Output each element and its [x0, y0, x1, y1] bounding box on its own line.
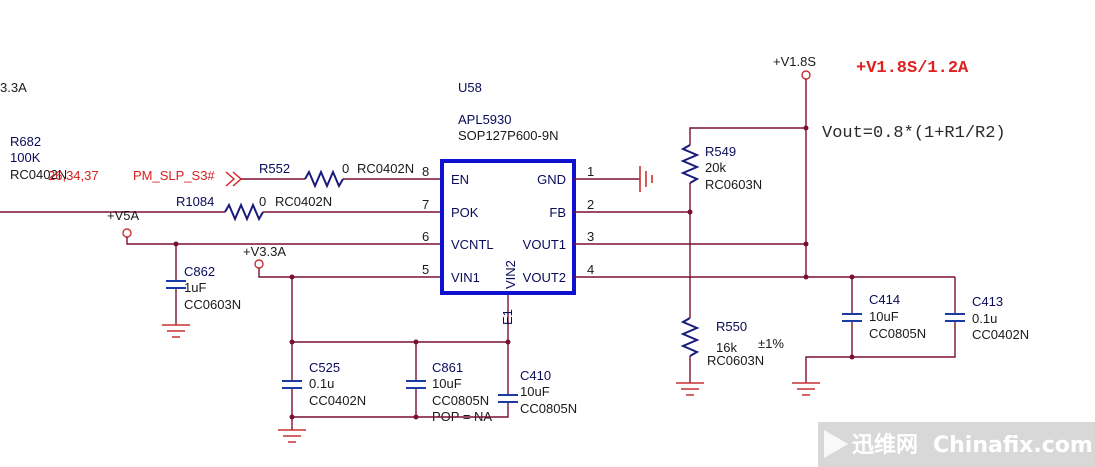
rail-current-label: 3.3A: [0, 80, 27, 95]
r682-value: 100K: [10, 150, 41, 165]
ic-pin-name-vout1: VOUT1: [523, 237, 566, 252]
r550-tolerance: ±1%: [758, 336, 784, 351]
v33a-rail-label: +V3.3A: [243, 244, 286, 259]
junction-dot: [413, 414, 419, 420]
watermark-logo-icon: [824, 430, 848, 458]
ic-pin-name-gnd: GND: [537, 172, 566, 187]
r1084-resistor-icon: [224, 202, 264, 222]
junction-dot: [849, 354, 855, 360]
offpage-connector-icon: [225, 171, 243, 187]
c862-capacitor-icon: [166, 280, 186, 289]
r552-resistor-icon: [304, 169, 344, 189]
c410-value: 10uF: [520, 384, 550, 399]
ground-icon: [639, 166, 653, 192]
r552-footprint: RC0402N: [357, 161, 414, 176]
ic-pin-name-fb: FB: [549, 205, 566, 220]
ic-pin-name-pok: POK: [451, 205, 479, 220]
pm-slp-net-label: PM_SLP_S3#: [133, 168, 215, 183]
ground-icon: [792, 382, 820, 396]
wire-vin1: [258, 268, 442, 278]
ic-pin-num-7: 7: [422, 197, 429, 212]
ground-icon: [676, 382, 704, 396]
r550-resistor-icon: [680, 317, 700, 357]
r550-footprint: RC0603N: [707, 353, 764, 368]
c413-value: 0.1u: [972, 311, 997, 326]
r552-value: 0: [342, 161, 349, 176]
c861-capacitor-icon: [406, 380, 426, 389]
ic-pin-name-vin2: VIN2: [503, 260, 518, 289]
r549-value: 20k: [705, 160, 726, 175]
c414-capacitor-icon: [842, 313, 862, 322]
r550-value: 16k: [716, 340, 737, 355]
c862-ref: C862: [184, 264, 215, 279]
ic-part-number: APL5930: [458, 112, 512, 127]
c525-ref: C525: [309, 360, 340, 375]
c525-value: 0.1u: [309, 376, 334, 391]
watermark-background: [818, 422, 1095, 467]
output-spec-label: +V1.8S/1.2A: [856, 59, 969, 78]
c414-ref: C414: [869, 292, 900, 307]
ic-pin-num-3: 3: [587, 229, 594, 244]
watermark-cn-text: 迅维网: [852, 432, 918, 458]
ic-pin-num-6: 6: [422, 229, 429, 244]
ic-pin-num-1: 1: [587, 164, 594, 179]
c413-capacitor-icon: [945, 313, 965, 322]
ic-pin-name-vin1: VIN1: [451, 270, 480, 285]
c413-footprint: CC0402N: [972, 327, 1029, 342]
c414-value: 10uF: [869, 309, 899, 324]
vout-formula: Vout=0.8*(1+R1/R2): [822, 124, 1006, 143]
ic-pin-num-4: 4: [587, 262, 594, 277]
v5a-rail-label: +V5A: [107, 208, 139, 223]
c414-footprint: CC0805N: [869, 326, 926, 341]
v33a-port-icon: [254, 259, 264, 269]
junction-dot: [289, 339, 295, 345]
r1084-ref: R1084: [176, 194, 214, 209]
ic-pin-num-5: 5: [422, 262, 429, 277]
ic-pin-num-2: 2: [587, 197, 594, 212]
page-ref-label: 26,34,37: [48, 168, 99, 183]
c410-footprint: CC0805N: [520, 401, 577, 416]
r552-ref: R552: [259, 161, 290, 176]
r549-footprint: RC0603N: [705, 177, 762, 192]
ic-pin-name-en: EN: [451, 172, 469, 187]
ic-ref: U58: [458, 80, 482, 95]
c862-value: 1uF: [184, 280, 206, 295]
r1084-value: 0: [259, 194, 266, 209]
junction-dot: [289, 414, 295, 420]
c525-capacitor-icon: [282, 380, 302, 389]
c861-ref: C861: [432, 360, 463, 375]
r549-resistor-icon: [680, 144, 700, 184]
wire-r549-top: [689, 127, 806, 145]
watermark-en-text: Chinafix.com: [933, 433, 1093, 458]
v18s-port-icon: [801, 70, 811, 80]
r550-ref: R550: [716, 319, 747, 334]
r682-footprint: RC0402N: [10, 167, 67, 182]
c413-ref: C413: [972, 294, 1003, 309]
r682-ref: R682: [10, 134, 41, 149]
ic-pin-name-vcntl: VCNTL: [451, 237, 494, 252]
ground-icon: [278, 429, 306, 443]
c861-value: 10uF: [432, 376, 462, 391]
v5a-port-icon: [122, 228, 132, 238]
ic-pin-name-vout2: VOUT2: [523, 270, 566, 285]
v18s-rail-label: +V1.8S: [773, 54, 816, 69]
r1084-footprint: RC0402N: [275, 194, 332, 209]
wire-out-cap-ground: [805, 322, 956, 383]
wire-c410-bottom: [292, 403, 509, 418]
c862-footprint: CC0603N: [184, 297, 241, 312]
ground-icon: [162, 324, 190, 338]
ic-package: SOP127P600-9N: [458, 128, 558, 143]
ic-pin-num-8: 8: [422, 164, 429, 179]
wire-vcntl: [126, 237, 442, 245]
c861-footprint: CC0805N: [432, 393, 489, 408]
c410-capacitor-icon: [498, 394, 518, 403]
pin-e1-label: E1: [500, 309, 515, 325]
ic-body: [440, 159, 576, 295]
c410-ref: C410: [520, 368, 551, 383]
r549-ref: R549: [705, 144, 736, 159]
c525-footprint: CC0402N: [309, 393, 366, 408]
